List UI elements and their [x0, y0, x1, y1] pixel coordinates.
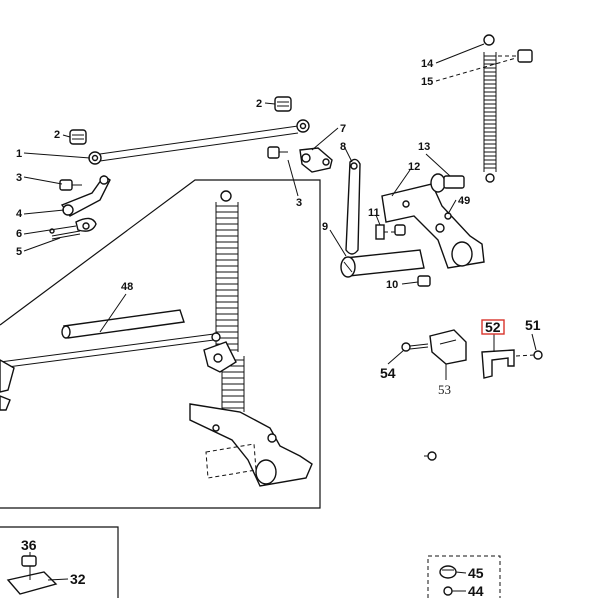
callout-48: 48	[121, 281, 133, 293]
callout-7: 7	[340, 123, 346, 135]
callout-14: 14	[421, 58, 434, 70]
inset-spring	[215, 190, 245, 412]
callout-10: 10	[386, 279, 398, 291]
block-part-53	[429, 329, 467, 365]
callout-32: 32	[70, 571, 86, 587]
inset-left-lever	[0, 359, 15, 411]
callout-49: 49	[458, 195, 470, 207]
screw-part-51	[515, 350, 543, 360]
callout-12: 12	[408, 161, 420, 173]
lever-part-4	[60, 175, 111, 217]
callout-45: 45	[468, 565, 484, 581]
lower-left-part	[6, 555, 58, 595]
screw-part-13	[430, 173, 465, 193]
callout-5: 5	[16, 246, 22, 258]
detail-inset-frame	[0, 179, 321, 509]
callout-52: 52	[485, 319, 501, 335]
screw-part-54	[401, 342, 429, 352]
callout-2-right: 2	[256, 98, 262, 110]
callout-3-left: 3	[16, 172, 22, 184]
callout-6: 6	[16, 228, 22, 240]
nut-part-2-right	[274, 96, 292, 112]
rod-part-48	[61, 309, 185, 339]
inset-bracket	[189, 403, 313, 487]
connecting-rod-part-1	[88, 119, 310, 165]
screw-part-3-right	[267, 146, 288, 159]
callout-2-left: 2	[54, 129, 60, 141]
bracket-part-52	[481, 349, 515, 379]
callout-3-right: 3	[296, 197, 302, 209]
callout-36: 36	[21, 537, 37, 553]
spring-part-14	[483, 34, 497, 183]
screw-part-3-left	[59, 179, 82, 191]
callout-11: 11	[368, 207, 380, 219]
knob-part-45	[439, 565, 457, 579]
callout-44: 44	[468, 583, 484, 598]
inset-lever-arm	[203, 341, 237, 373]
callout-13: 13	[418, 141, 430, 153]
lower-left-inset-frame	[0, 526, 119, 598]
pin-part-11	[375, 224, 406, 240]
leader-lines	[23, 43, 537, 592]
crank-lever-part-7	[299, 147, 333, 173]
shaft-part-9	[340, 249, 425, 278]
callout-9: 9	[322, 221, 328, 233]
pin-part-15	[498, 49, 533, 63]
screw-part-5	[49, 228, 81, 240]
bracket-part-12	[381, 183, 485, 269]
highlight-box-52	[481, 319, 505, 335]
screw-part-10	[417, 275, 431, 287]
callout-51: 51	[525, 317, 541, 333]
loose-screw	[424, 451, 437, 461]
callout-4: 4	[16, 208, 23, 220]
callout-53: 53	[438, 382, 451, 397]
inset-rod	[0, 332, 221, 369]
callout-15: 15	[421, 76, 433, 88]
link-part-6	[75, 217, 97, 232]
callout-8: 8	[340, 141, 346, 153]
nut-part-2-left	[69, 129, 87, 145]
callout-54: 54	[380, 365, 396, 381]
nut-part-44	[443, 586, 453, 596]
link-rod-part-8	[345, 158, 361, 255]
callout-1: 1	[16, 148, 22, 160]
lower-right-inset-frame	[427, 555, 501, 598]
